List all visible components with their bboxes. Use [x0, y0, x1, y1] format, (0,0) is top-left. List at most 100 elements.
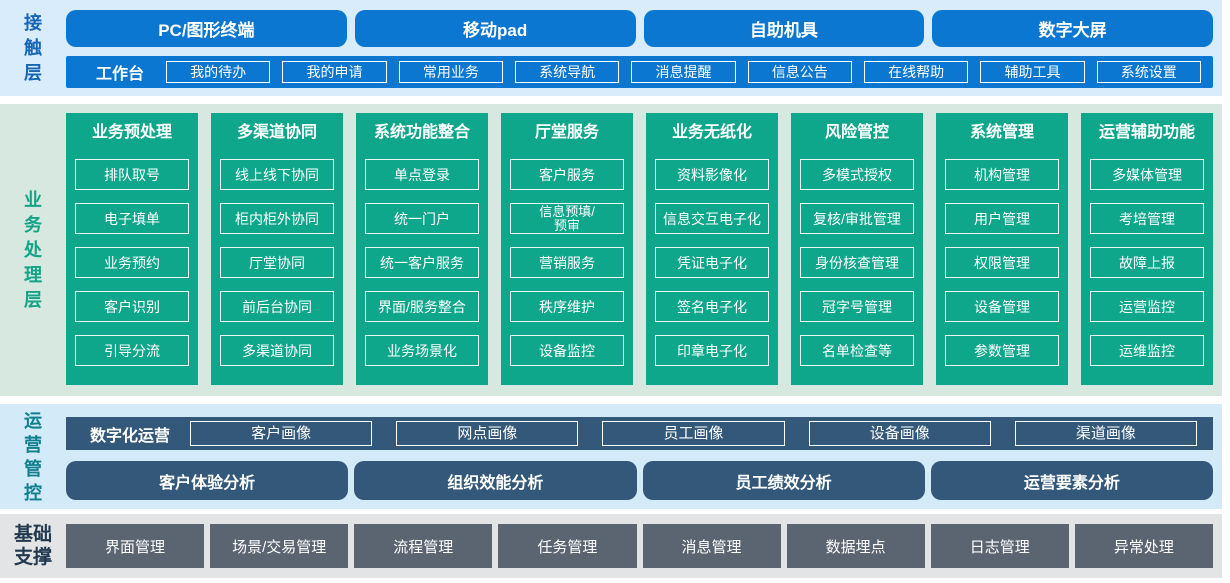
terminal-block: 自助机具 [643, 10, 925, 47]
workbench-item: 辅助工具 [980, 61, 1085, 83]
foundation-item: 日志管理 [930, 524, 1069, 568]
column-title: 运营辅助功能 [1098, 124, 1195, 141]
workbench-item: 我的申请 [282, 61, 387, 83]
profile-item: 网点画像 [396, 421, 579, 446]
feature-item: 运营监控 [1090, 291, 1204, 322]
feature-item: 多渠道协同 [220, 335, 334, 366]
feature-item: 设备管理 [945, 291, 1059, 322]
business-column: 系统管理 机构管理 用户管理 权限管理 设备管理 参数管理 [936, 113, 1068, 385]
feature-item: 业务场景化 [365, 335, 479, 366]
column-title: 多渠道协同 [236, 124, 317, 141]
foundation-layer-label: 基础支撑 [13, 524, 52, 568]
analysis-box: 运营要素分析 [930, 461, 1213, 500]
foundation-item: 数据埋点 [786, 524, 925, 568]
feature-item: 印章电子化 [655, 335, 769, 366]
foundation-item: 界面管理 [66, 524, 205, 568]
feature-item: 营销服务 [510, 247, 624, 278]
feature-item: 引导分流 [75, 335, 189, 366]
feature-item: 秩序维护 [510, 291, 624, 322]
workbench-item: 系统导航 [515, 61, 620, 83]
feature-item: 前后台协同 [220, 291, 334, 322]
feature-item: 冠字号管理 [800, 291, 914, 322]
business-column: 系统功能整合 单点登录 统一门户 统一客户服务 界面/服务整合 业务场景化 [356, 113, 488, 385]
column-title: 业务预处理 [91, 124, 172, 141]
column-title: 业务无纸化 [671, 124, 752, 141]
feature-item: 故障上报 [1090, 247, 1204, 278]
business-layer-section: 业务处理层 业务预处理 排队取号 电子填单 业务预约 客户识别 引导分流 多渠道… [0, 104, 1222, 396]
foundation-item: 场景/交易管理 [210, 524, 349, 568]
workbench-item: 我的待办 [166, 61, 271, 83]
feature-item: 多媒体管理 [1090, 159, 1204, 190]
profile-item: 渠道画像 [1014, 421, 1198, 446]
foundation-item: 异常处理 [1074, 524, 1213, 568]
column-title: 厅堂服务 [534, 124, 599, 141]
business-column: 风险管控 多模式授权 复核/审批管理 身份核查管理 冠字号管理 名单检查等 [791, 113, 923, 385]
workbench-items: 我的待办 我的申请 常用业务 系统导航 消息提醒 信息公告 在线帮助 辅助工具 … [166, 61, 1201, 83]
workbench-item: 消息提醒 [631, 61, 736, 83]
workbench-item: 常用业务 [398, 61, 503, 83]
feature-item: 柜内柜外协同 [220, 203, 334, 234]
workbench-item: 系统设置 [1096, 61, 1201, 83]
foundation-items: 界面管理 场景/交易管理 流程管理 任务管理 消息管理 数据埋点 日志管理 异常… [66, 524, 1213, 568]
feature-item: 电子填单 [75, 203, 189, 234]
business-layer-label: 业务处理层 [24, 189, 42, 310]
profile-item: 员工画像 [602, 421, 785, 446]
feature-item: 参数管理 [945, 335, 1059, 366]
feature-item: 信息预填/预审 [510, 203, 624, 234]
feature-item: 复核/审批管理 [800, 203, 914, 234]
feature-item: 客户服务 [510, 159, 624, 190]
feature-item: 名单检查等 [800, 335, 914, 366]
analysis-box: 客户体验分析 [66, 461, 349, 500]
feature-item: 身份核查管理 [800, 247, 914, 278]
operation-layer-section: 运营管控 数字化运营 客户画像 网点画像 员工画像 设备画像 渠道画像 客户体验… [0, 404, 1222, 509]
foundation-item: 任务管理 [498, 524, 637, 568]
analysis-row: 客户体验分析 组织效能分析 员工绩效分析 运营要素分析 [66, 461, 1213, 500]
workbench-item: 在线帮助 [863, 61, 969, 83]
workbench-label: 工作台 [96, 66, 145, 83]
contact-layer-section: 接触层 PC/图形终端 移动pad 自助机具 数字大屏 工作台 我的待办 我的申… [0, 0, 1222, 96]
feature-item: 排队取号 [75, 159, 189, 190]
business-column: 多渠道协同 线上线下协同 柜内柜外协同 厅堂协同 前后台协同 多渠道协同 [211, 113, 343, 385]
feature-item: 凭证电子化 [655, 247, 769, 278]
terminal-block: PC/图形终端 [66, 10, 347, 47]
foundation-item: 流程管理 [354, 524, 493, 568]
feature-item: 统一门户 [365, 203, 479, 234]
analysis-box: 员工绩效分析 [642, 461, 925, 500]
feature-item: 机构管理 [945, 159, 1059, 190]
business-column: 运营辅助功能 多媒体管理 考培管理 故障上报 运营监控 运维监控 [1081, 113, 1213, 385]
column-title: 系统管理 [969, 124, 1034, 141]
feature-item: 单点登录 [365, 159, 479, 190]
feature-item: 多模式授权 [800, 159, 914, 190]
contact-layer-label: 接触层 [24, 12, 42, 83]
feature-item: 厅堂协同 [220, 247, 334, 278]
digital-operation-bar: 数字化运营 客户画像 网点画像 员工画像 设备画像 渠道画像 [66, 417, 1213, 450]
foundation-item: 消息管理 [642, 524, 781, 568]
terminal-row: PC/图形终端 移动pad 自助机具 数字大屏 [66, 10, 1213, 47]
analysis-box: 组织效能分析 [354, 461, 637, 500]
profile-item: 客户画像 [190, 421, 373, 446]
digital-operation-label: 数字化运营 [90, 427, 171, 445]
profile-items: 客户画像 网点画像 员工画像 设备画像 渠道画像 [190, 421, 1198, 446]
operation-layer-label: 运营管控 [24, 410, 42, 503]
feature-item: 签名电子化 [655, 291, 769, 322]
feature-item: 界面/服务整合 [365, 291, 479, 322]
business-columns: 业务预处理 排队取号 电子填单 业务预约 客户识别 引导分流 多渠道协同 线上线… [66, 113, 1213, 385]
feature-item: 信息交互电子化 [655, 203, 769, 234]
terminal-block: 移动pad [354, 10, 636, 47]
workbench-bar: 工作台 我的待办 我的申请 常用业务 系统导航 消息提醒 信息公告 在线帮助 辅… [66, 56, 1213, 88]
feature-item: 考培管理 [1090, 203, 1204, 234]
business-column: 厅堂服务 客户服务 信息预填/预审 营销服务 秩序维护 设备监控 [501, 113, 633, 385]
feature-item: 统一客户服务 [365, 247, 479, 278]
business-column: 业务预处理 排队取号 电子填单 业务预约 客户识别 引导分流 [66, 113, 198, 385]
feature-item: 权限管理 [945, 247, 1059, 278]
feature-item: 线上线下协同 [220, 159, 334, 190]
feature-item: 用户管理 [945, 203, 1059, 234]
terminal-block: 数字大屏 [932, 10, 1213, 47]
column-title: 风险管控 [824, 124, 889, 141]
feature-item: 客户识别 [75, 291, 189, 322]
feature-item: 运维监控 [1090, 335, 1204, 366]
feature-item: 设备监控 [510, 335, 624, 366]
feature-item: 资料影像化 [655, 159, 769, 190]
column-title: 系统功能整合 [373, 124, 470, 141]
